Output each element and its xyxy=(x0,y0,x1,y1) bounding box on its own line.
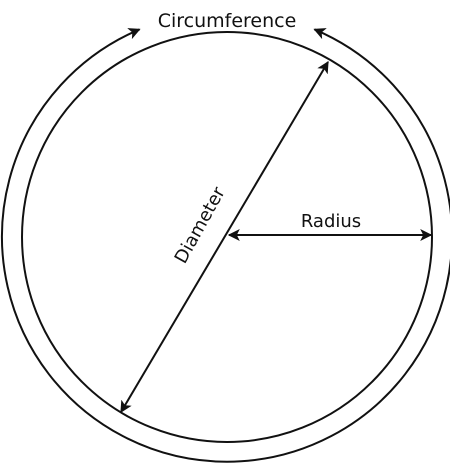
radius-label: Radius xyxy=(301,211,361,232)
diameter-line xyxy=(120,60,329,414)
circle xyxy=(21,31,433,443)
circumference-arc xyxy=(1,28,450,463)
circumference-label: Circumference xyxy=(158,10,297,32)
diameter-label: Diameter xyxy=(171,183,230,267)
